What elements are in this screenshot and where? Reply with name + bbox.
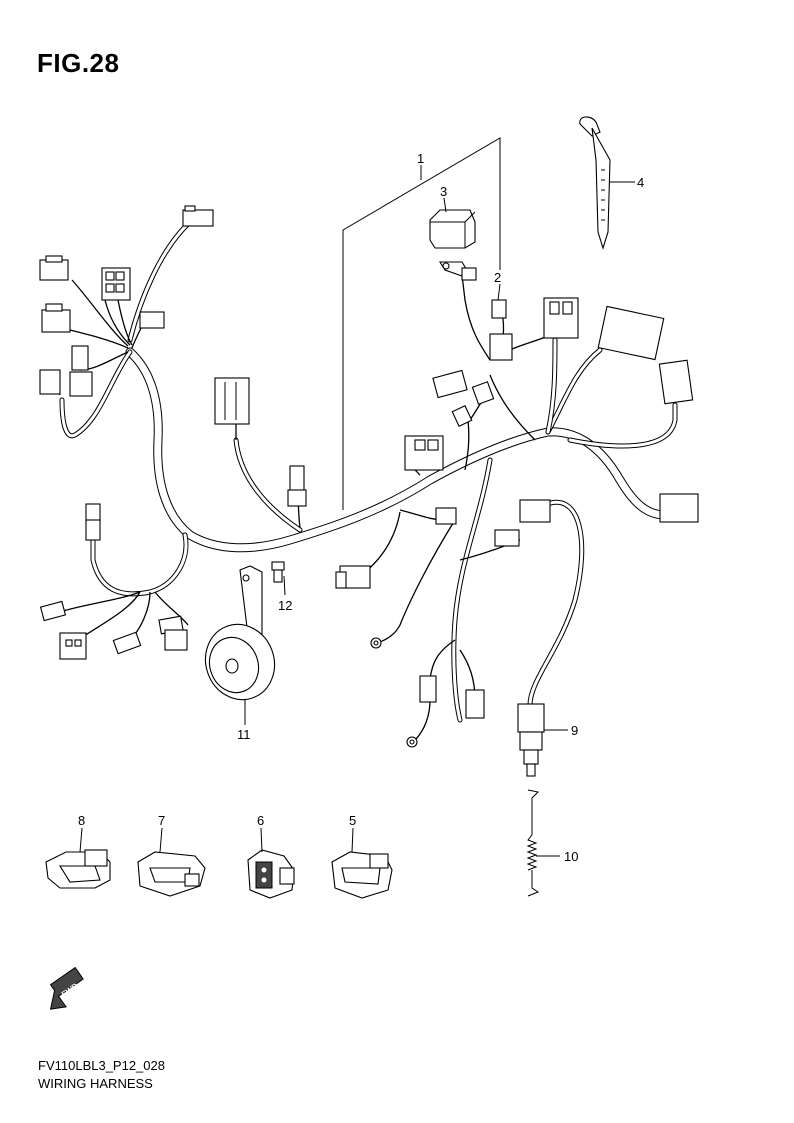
connector xyxy=(432,369,468,399)
connector xyxy=(85,503,101,523)
connector-multipin-large xyxy=(597,305,665,361)
callout-7: 7 xyxy=(158,813,165,828)
part-4-cable-tie xyxy=(579,116,611,250)
connector xyxy=(494,529,520,547)
connector xyxy=(164,629,188,651)
ground-terminal xyxy=(439,261,477,281)
callout-2: 2 xyxy=(494,270,501,285)
connectors-center xyxy=(214,369,551,589)
connector-small xyxy=(491,299,507,319)
thin-wires xyxy=(49,274,679,741)
figure-title: FIG.28 xyxy=(37,48,120,78)
connector xyxy=(69,371,93,397)
connector xyxy=(435,507,457,525)
connector xyxy=(182,209,214,227)
part-10-spring xyxy=(526,789,540,897)
connector xyxy=(519,499,551,523)
callout-3: 3 xyxy=(440,184,447,199)
part-3-cap xyxy=(429,209,476,249)
part-11-horn xyxy=(204,565,276,701)
connector xyxy=(112,631,142,655)
callout-4: 4 xyxy=(637,175,644,190)
connector xyxy=(489,333,513,361)
callout-10: 10 xyxy=(564,849,578,864)
connector-latch xyxy=(45,255,63,263)
connector xyxy=(659,493,699,523)
callout-labels: 1 2 3 4 5 6 7 8 9 10 11 12 xyxy=(78,151,644,864)
part-7-switch xyxy=(137,851,206,897)
connector xyxy=(71,345,89,371)
part-5-switch xyxy=(331,851,393,899)
fwd-arrow-icon: FWD xyxy=(49,966,84,1010)
callout-6: 6 xyxy=(257,813,264,828)
connector xyxy=(85,519,101,541)
callout-8: 8 xyxy=(78,813,85,828)
part-6-switch xyxy=(247,849,295,899)
part-12-bolt xyxy=(271,561,285,583)
connector-multipin xyxy=(214,377,250,425)
switch-body xyxy=(517,703,545,733)
callout-9: 9 xyxy=(571,723,578,738)
connectors-upper-right xyxy=(489,297,699,523)
connector-multipin xyxy=(543,297,579,339)
connector xyxy=(39,259,69,281)
leader-lines xyxy=(79,181,635,857)
connector xyxy=(658,359,694,405)
part-8-switch xyxy=(45,849,111,889)
switch-parts-row xyxy=(45,849,393,899)
callout-1-bracket xyxy=(342,137,501,510)
connector xyxy=(419,675,437,703)
connector xyxy=(41,309,71,333)
connectors-lower-left xyxy=(39,600,188,660)
connectors-lower-right xyxy=(370,637,485,748)
terminal xyxy=(451,405,473,427)
callout-12: 12 xyxy=(278,598,292,613)
connector xyxy=(39,600,67,622)
part-9-switch xyxy=(517,703,545,777)
terminal xyxy=(471,381,495,405)
figure-name: WIRING HARNESS xyxy=(38,1076,153,1091)
callout-11: 11 xyxy=(237,727,251,742)
main-harness xyxy=(59,219,678,723)
figure-code: FV110LBL3_P12_028 xyxy=(38,1058,165,1073)
connector xyxy=(465,689,485,719)
connectors-left xyxy=(39,205,214,541)
callout-5: 5 xyxy=(349,813,356,828)
connector xyxy=(59,632,87,660)
callout-1: 1 xyxy=(417,151,424,166)
connector xyxy=(39,369,61,395)
connector xyxy=(139,311,165,329)
